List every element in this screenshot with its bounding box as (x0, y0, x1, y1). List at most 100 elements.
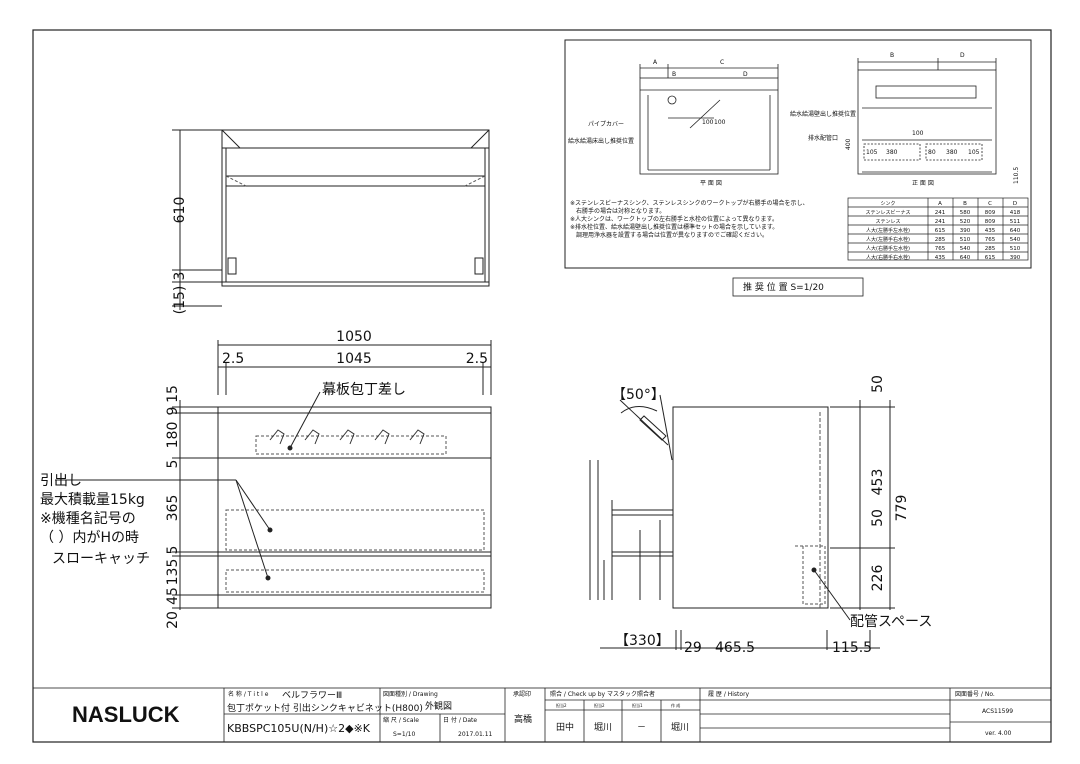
top-dim-15: (15) (172, 286, 188, 315)
rec-letter-b2: B (890, 52, 894, 59)
drawer-note-4: （ ）内がHの時 (40, 530, 139, 546)
tb-drawing-value: 外観図 (425, 700, 452, 712)
top-dim-610: 610 (172, 197, 188, 224)
tb-check-value-4: 堀川 (671, 722, 689, 733)
front-dim-15: 15 (165, 385, 181, 403)
tb-no-value: ACS11599 (982, 708, 1013, 715)
rec-dim-400: 400 (845, 138, 852, 150)
tb-check-value-1: 田中 (556, 721, 574, 733)
spec-table-cell: 241 (935, 210, 946, 216)
rec-dim-380a: 380 (886, 149, 898, 156)
front-dim-365: 365 (165, 495, 181, 522)
tb-check-head-3: 担当1 (632, 702, 643, 708)
tb-version: ver. 4.00 (985, 730, 1012, 737)
tb-name-desc: 包丁ポケット付 引出シンクキャビネット(H800) (227, 702, 423, 714)
spec-table-cell: 510 (960, 237, 971, 243)
tb-check-label: 照合 / Check up by マスタック照合者 (550, 690, 655, 698)
front-dim-20: 20 (165, 611, 181, 629)
rec-letter-b: B (672, 71, 676, 78)
spec-table-header: C (988, 201, 992, 207)
top-view (172, 129, 490, 310)
spec-table-cell: 809 (985, 219, 996, 225)
spec-table-cell: 人大(右勝手右水栓) (866, 254, 910, 261)
rec-front-label: 正 面 図 (912, 180, 934, 187)
rec-note-1: ※ステンレスビーナスシンク、ステンレスシンクのワークトップが右勝手の場合を示し、 (570, 199, 809, 207)
spec-table-header: A (938, 201, 942, 207)
spec-table-cell: 765 (935, 246, 946, 252)
front-dim-180: 180 (165, 422, 181, 449)
front-width-left: 2.5 (222, 351, 244, 367)
tb-no-label: 図面番号 / No. (955, 691, 995, 698)
side-angle: 【50°】 (612, 387, 665, 403)
spec-table-cell: 435 (935, 255, 946, 261)
tb-check-value-3: － (637, 723, 646, 733)
front-dim-5b: 5 (165, 546, 181, 555)
spec-table-cell: 285 (985, 246, 996, 252)
rec-dim-100b: 100 (714, 119, 726, 126)
spec-table-cell: 435 (985, 228, 996, 234)
tb-check-value-2: 堀川 (594, 722, 612, 733)
front-width-right: 2.5 (466, 351, 488, 367)
rec-note-3: ※人大シンクは、ワークトップの左右勝手と水栓の位置によって異なります。 (570, 215, 778, 223)
side-dim-779: 779 (894, 495, 910, 522)
tb-check-head-1: 担当2 (556, 702, 567, 708)
spec-table-cell: 390 (960, 228, 971, 234)
tb-drafter-label: 承認印 (513, 690, 531, 698)
spec-table-cell: 765 (985, 237, 996, 243)
front-dim-9: 9 (165, 407, 181, 416)
tb-scale-value: S=1/10 (393, 731, 415, 738)
rec-letter-d: D (743, 71, 748, 78)
drawer-note-1: 引出し (40, 473, 82, 489)
spec-table-header: シンク (880, 201, 895, 207)
side-dim-453: 453 (870, 469, 886, 496)
tb-model: KBBSPC105U(N/H)☆2◆※K (227, 722, 371, 735)
rec-spec-table (847, 197, 1029, 261)
side-dim-50: 50 (870, 509, 886, 527)
rec-pipe-cover: パイプカバー (588, 121, 624, 128)
spec-table-cell: 511 (1010, 219, 1021, 225)
tb-history-label: 履 歴 / History (708, 691, 750, 698)
spec-table-cell: 580 (960, 210, 971, 216)
front-dim-135: 135 (165, 559, 181, 586)
rec-dim-80: 80 (928, 149, 936, 156)
title-block (32, 687, 1052, 743)
sheet-border (32, 29, 1052, 743)
drawer-note-2: 最大積載量15kg (40, 492, 145, 508)
rec-letter-a: A (653, 59, 658, 66)
rec-drain: 排水配管口 (808, 134, 838, 142)
drawer-note-3: ※機種名記号の (40, 510, 136, 527)
rec-dim-100a: 100 (702, 119, 714, 126)
side-dim-29: 29 (684, 640, 702, 656)
logo: NASLUCK (72, 702, 180, 727)
spec-table-cell: 640 (1010, 228, 1021, 234)
rec-note-2: 右勝手の場合は対称となります。 (570, 207, 665, 215)
spec-table-cell: 520 (960, 219, 971, 225)
rec-front-view (857, 58, 997, 175)
drawer-note-5: スローキャッチ (52, 551, 150, 567)
tb-scale-label: 縮 尺 / Scale (383, 716, 419, 724)
side-dim-465-5: 465.5 (715, 640, 755, 656)
tb-date-value: 2017.01.11 (458, 731, 493, 738)
side-view (589, 394, 895, 650)
spec-table-cell: ステンレス (875, 219, 900, 225)
rec-dim-100c: 100 (912, 130, 924, 137)
rec-letter-d2: D (960, 52, 965, 59)
rec-dim-105a: 105 (866, 149, 878, 156)
tb-check-head-4: 作 成 (671, 702, 680, 708)
tb-check-head-2: 担当2 (594, 702, 605, 708)
rec-note-4: ※排水栓位置、給水給湯壁出し推奨位置は標準セットの場合を示しています。 (570, 223, 778, 231)
recommended-panel (564, 39, 1032, 269)
spec-table-cell: 241 (935, 219, 946, 225)
spec-table-header: B (963, 201, 967, 207)
tb-name-series: ベルフラワーⅢ (282, 690, 342, 701)
rec-supply-left: 給水給湯床出し推奨位置 (568, 137, 634, 145)
rec-dim-110-5: 110.5 (1013, 167, 1020, 184)
tb-drafter-value: 高橋 (514, 713, 532, 725)
side-dim-226: 226 (870, 565, 886, 592)
spec-table-cell: 510 (1010, 246, 1021, 252)
spec-table-cell: 640 (960, 255, 971, 261)
rec-plan-view (639, 64, 779, 175)
spec-table-cell: 615 (935, 228, 946, 234)
